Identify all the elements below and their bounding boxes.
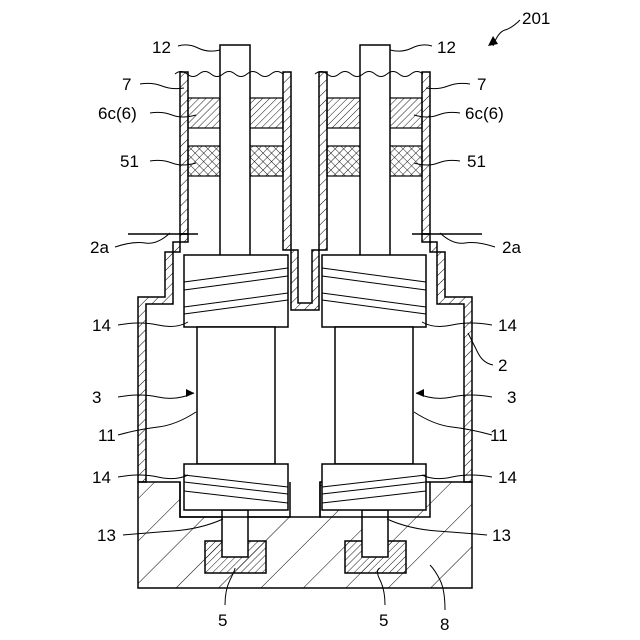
label-lower-coil-left: 14 <box>92 468 111 487</box>
label-seal-left: 6c(6) <box>98 104 137 123</box>
label-housing: 2 <box>498 356 507 375</box>
label-ring-right: 51 <box>467 152 486 171</box>
label-upper-coil-left: 14 <box>92 316 111 335</box>
label-rod-right: 12 <box>437 38 456 57</box>
label-lower-coil-right: 14 <box>498 468 517 487</box>
label-body-right: 11 <box>490 426 508 445</box>
label-plane-right: 2a <box>502 238 521 257</box>
label-rod-left: 12 <box>152 38 171 57</box>
label-plane-left: 2a <box>90 238 109 257</box>
center-partition <box>291 250 319 310</box>
label-shaft-left: 13 <box>97 526 116 545</box>
label-outer-left: 7 <box>122 75 131 94</box>
label-seal-right: 6c(6) <box>465 104 504 123</box>
label-base-right: 5 <box>379 611 388 630</box>
body-right <box>335 327 413 464</box>
arrow-3-right <box>416 389 424 397</box>
label-shaft-right: 13 <box>492 526 511 545</box>
label-body-left: 11 <box>98 426 116 445</box>
label-base-left: 5 <box>218 611 227 630</box>
arrow-3-left <box>186 389 194 397</box>
label-unit-right: 3 <box>507 388 516 407</box>
label-block: 8 <box>440 615 449 634</box>
label-unit-left: 3 <box>92 388 101 407</box>
label-ring-left: 51 <box>120 152 139 171</box>
upper-coil-right <box>322 255 426 327</box>
rod-right <box>360 45 390 257</box>
label-upper-coil-right: 14 <box>498 316 517 335</box>
upper-coil-left <box>184 255 288 327</box>
body-left <box>197 327 275 464</box>
label-ref-201: 201 <box>522 9 550 28</box>
lower-coil-left <box>184 464 288 510</box>
lower-coil-right <box>322 464 426 510</box>
label-outer-right: 7 <box>477 75 486 94</box>
rod-left <box>220 45 250 257</box>
